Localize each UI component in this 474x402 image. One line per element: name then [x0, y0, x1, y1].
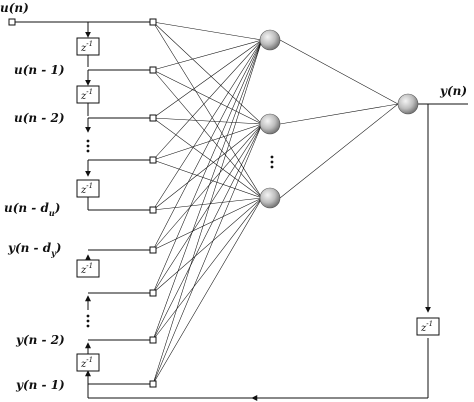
- delay-box: z-1: [76, 85, 100, 104]
- input-node: [149, 156, 157, 164]
- input-node: [149, 380, 157, 388]
- svg-text:z-1: z-1: [80, 262, 93, 276]
- input-hidden-connection: [152, 117, 263, 199]
- input-node: [149, 114, 157, 122]
- output-neuron: [397, 93, 419, 115]
- input-hidden-connection: [152, 197, 263, 385]
- input-hidden-connection: [152, 39, 263, 211]
- delay-box: z-1: [76, 179, 100, 198]
- svg-text:z-1: z-1: [80, 182, 93, 196]
- input-hidden-connection: [152, 197, 263, 251]
- hidden-neuron: [259, 29, 281, 51]
- input-hidden-connection: [152, 117, 263, 125]
- input-node: [149, 246, 157, 254]
- svg-text:z-1: z-1: [80, 40, 93, 54]
- input-hidden-connection: [152, 197, 263, 211]
- input-terminal: [8, 18, 16, 26]
- input-hidden-connection: [152, 21, 263, 199]
- input-labels: u(n) u(n - 1) u(n - 2) u(n - du) y(n - d…: [0, 1, 65, 392]
- label-y-n-dy: y(n - dy): [7, 241, 61, 258]
- input-hidden-connection: [152, 39, 263, 251]
- neurons: [259, 29, 419, 209]
- input-node: [149, 289, 157, 297]
- label-u-n-2: u(n - 2): [14, 111, 65, 125]
- hidden-output-connection: [279, 39, 399, 105]
- input-hidden-connection: [152, 21, 263, 125]
- label-u-n: u(n): [0, 1, 29, 15]
- delay-box: z-1: [76, 259, 100, 278]
- connection-lines: [152, 21, 399, 385]
- label-u-n-du: u(n - du): [4, 201, 60, 218]
- input-node: [149, 18, 157, 26]
- delay-boxes: z-1 z-1 z-1 z-1 z-1 z-1: [76, 37, 440, 372]
- input-hidden-connection: [152, 21, 263, 41]
- label-output-y-n: y(n): [439, 84, 467, 98]
- input-node: [149, 66, 157, 74]
- input-hidden-connection: [152, 39, 263, 161]
- label-y-n-1: y(n - 1): [15, 378, 65, 392]
- label-u-n-1: u(n - 1): [14, 63, 65, 77]
- input-hidden-connection: [152, 39, 263, 385]
- hidden-neuron: [259, 113, 281, 135]
- input-hidden-connection: [152, 123, 263, 341]
- svg-text:z-1: z-1: [80, 88, 93, 102]
- input-nodes: [149, 18, 157, 388]
- hidden-output-connection: [279, 103, 399, 125]
- input-node: [149, 206, 157, 214]
- delay-box: z-1: [416, 317, 440, 336]
- ellipsis-dots: [86, 139, 274, 328]
- input-hidden-connection: [152, 123, 263, 294]
- input-hidden-connection: [152, 123, 263, 161]
- input-hidden-connection: [152, 39, 263, 119]
- input-hidden-connection: [152, 197, 263, 341]
- input-hidden-connection: [152, 159, 263, 199]
- input-hidden-connection: [152, 39, 263, 71]
- input-hidden-connection: [152, 39, 263, 294]
- input-hidden-connection: [152, 123, 263, 385]
- input-hidden-connection: [152, 69, 263, 199]
- feedback-path: [87, 103, 468, 401]
- svg-text:z-1: z-1: [420, 320, 433, 334]
- input-node: [149, 336, 157, 344]
- output-delay-line: [85, 249, 150, 385]
- input-hidden-connection: [152, 197, 263, 294]
- hidden-output-connection: [279, 103, 399, 199]
- input-hidden-connection: [152, 123, 263, 251]
- input-hidden-connection: [152, 69, 263, 125]
- delay-box: z-1: [76, 353, 100, 372]
- input-delay-line: [14, 21, 150, 211]
- svg-text:z-1: z-1: [80, 356, 93, 370]
- hidden-neuron: [259, 187, 281, 209]
- label-y-n-2: y(n - 2): [15, 333, 65, 347]
- delay-box: z-1: [76, 37, 100, 56]
- input-hidden-connection: [152, 39, 263, 341]
